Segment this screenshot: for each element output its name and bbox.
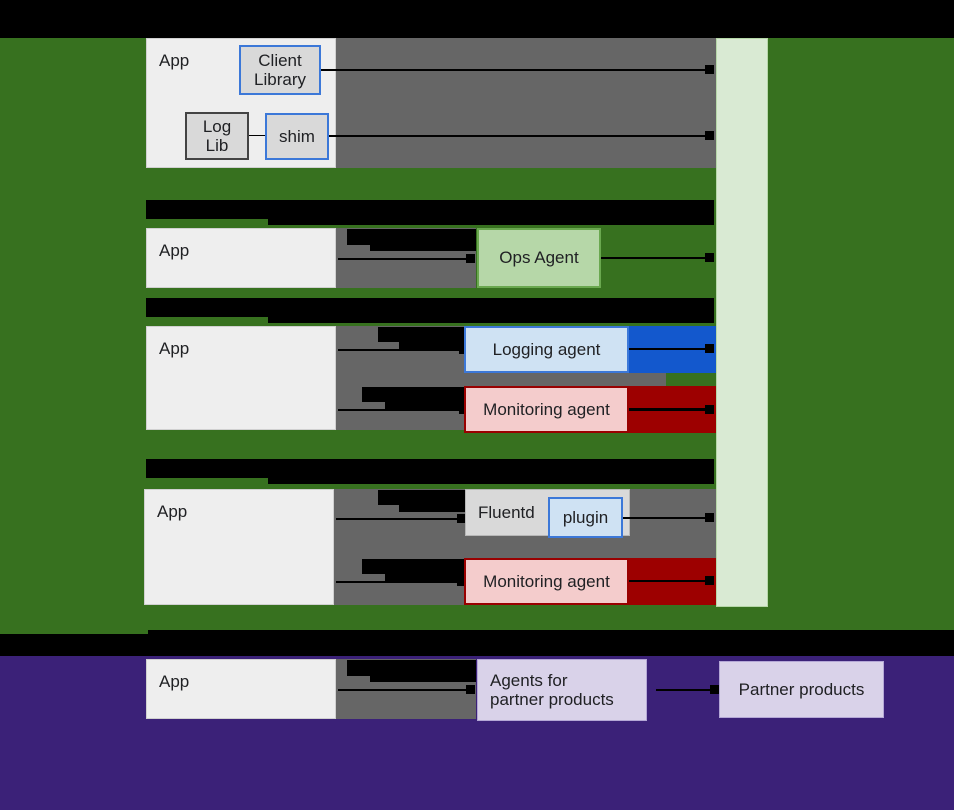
row3-caption-redaction-tail — [268, 298, 714, 323]
ops-agent-to-cloud-arrowhead — [705, 253, 714, 262]
row3-app-to-logging-line — [338, 349, 468, 351]
row4-app-label: App — [157, 502, 188, 521]
row3-link-redaction-a2 — [399, 327, 476, 349]
row3-app-to-logging-arrowhead — [459, 345, 468, 354]
cloud-destination-bar — [716, 38, 768, 607]
shim-label: shim — [279, 126, 315, 146]
agents-partner-label-line2: partner products — [490, 690, 614, 709]
row5-app-box: App — [146, 659, 336, 719]
monitoring-agent-to-cloud-arrowhead — [705, 405, 714, 414]
client-library-label-line2: Library — [254, 70, 306, 89]
shim-arrow-line — [329, 135, 711, 137]
shim-arrowhead — [705, 131, 714, 140]
row2-caption-redaction-tail — [268, 200, 714, 225]
row4-link-redaction-b2 — [385, 559, 476, 581]
log-lib-box[interactable]: Log Lib — [185, 112, 249, 160]
ops-agent-to-cloud-line — [601, 257, 711, 259]
agents-to-partner-line — [656, 689, 714, 691]
row4-app-to-monitoring-line — [336, 581, 466, 583]
log-lib-label-line1: Log — [202, 116, 232, 136]
partner-products-label: Partner products — [738, 679, 865, 699]
plugin-box[interactable]: plugin — [548, 497, 623, 538]
row5-app-to-agents-line — [338, 689, 473, 691]
row4-app-to-fluentd-arrowhead — [457, 514, 466, 523]
client-library-arrowhead — [705, 65, 714, 74]
logging-agent-to-cloud-line — [629, 348, 711, 350]
logging-agent-label: Logging agent — [492, 339, 601, 359]
agents-to-partner-arrowhead — [710, 685, 719, 694]
client-library-label-line1: Client — [258, 50, 302, 70]
row3-app-to-monitoring-arrowhead — [459, 405, 468, 414]
row5-app-to-agents-arrowhead — [466, 685, 475, 694]
monitoring-agent-box-2[interactable]: Monitoring agent — [464, 558, 629, 605]
monitoring-agent-to-cloud-line — [629, 408, 711, 411]
log-lib-label-line2: Lib — [205, 136, 229, 155]
row4-caption-redaction-tail — [268, 459, 714, 484]
row2-app-label: App — [159, 241, 190, 260]
loglib-shim-connector — [249, 135, 266, 136]
agents-partner-label-line1: Agents for — [490, 670, 568, 690]
fluentd-label: Fluentd — [478, 502, 535, 522]
row1-app-label: App — [159, 51, 190, 70]
partner-products-box[interactable]: Partner products — [719, 661, 884, 718]
row2-app-box: App — [146, 228, 336, 288]
row3-link-redaction-b2 — [385, 387, 476, 409]
row5-app-label: App — [159, 672, 190, 691]
plugin-to-cloud-arrowhead — [705, 513, 714, 522]
monitoring-agent-2-to-cloud-line — [629, 580, 711, 582]
ops-agent-box[interactable]: Ops Agent — [477, 228, 601, 288]
row2-link-redaction-2 — [370, 229, 476, 251]
monitoring-agent-2-to-cloud-arrowhead — [705, 576, 714, 585]
monitoring-agent-box[interactable]: Monitoring agent — [464, 386, 629, 433]
row3-app-label: App — [159, 339, 190, 358]
client-library-box[interactable]: Client Library — [239, 45, 321, 95]
row3-app-to-monitoring-line — [338, 409, 468, 411]
row5-link-redaction-2 — [370, 660, 476, 682]
monitoring-agent-label: Monitoring agent — [483, 399, 610, 419]
row4-app-box: App — [144, 489, 334, 605]
row4-app-to-monitoring-arrowhead — [457, 577, 466, 586]
logging-agent-box[interactable]: Logging agent — [464, 326, 629, 373]
ops-agent-label: Ops Agent — [499, 248, 579, 268]
logging-agent-to-cloud-arrowhead — [705, 344, 714, 353]
row2-app-to-ops-line — [338, 258, 473, 260]
shim-box[interactable]: shim — [265, 113, 329, 160]
row4-link-redaction-a2 — [399, 490, 476, 512]
monitoring-agent-label-2: Monitoring agent — [483, 571, 610, 591]
row4-app-to-fluentd-line — [336, 518, 466, 520]
row5-caption-redaction-tail — [148, 630, 954, 656]
plugin-label: plugin — [562, 507, 609, 527]
client-library-arrow-line — [321, 69, 711, 71]
agents-partner-box[interactable]: Agents for partner products — [477, 659, 647, 721]
row1-gray-block — [336, 38, 716, 168]
plugin-to-cloud-line — [623, 517, 711, 519]
row2-app-to-ops-arrowhead — [466, 254, 475, 263]
row3-app-box: App — [146, 326, 336, 430]
